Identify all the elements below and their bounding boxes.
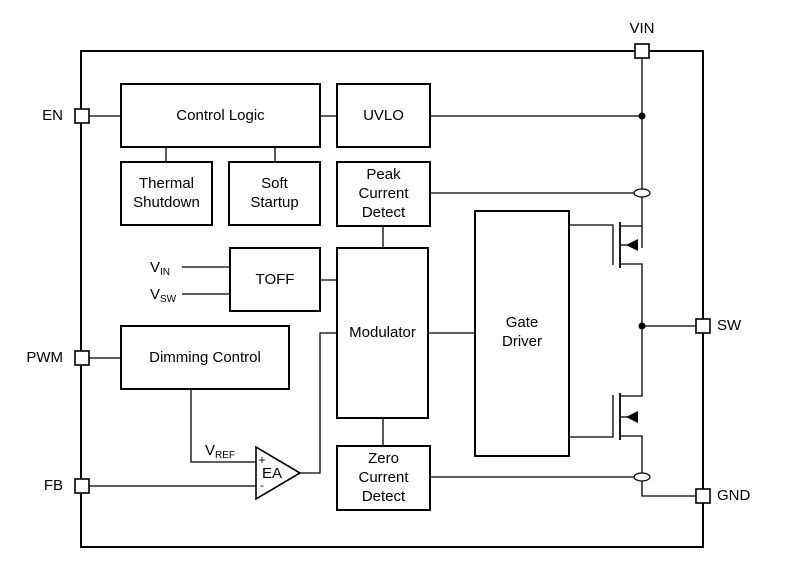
control-logic-block: [120, 83, 321, 148]
uvlo-label: UVLO: [363, 107, 404, 124]
dimming-control-block: [120, 325, 290, 390]
vref-label: VREF: [205, 442, 235, 461]
ea-minus-sign: -: [260, 478, 264, 492]
peak-label-3: Detect: [362, 204, 406, 221]
hs-arrow-icon: [626, 239, 638, 251]
fb-pin-label: FB: [44, 477, 63, 494]
peak-label-2: Current: [358, 185, 409, 202]
vin-pin: [634, 43, 650, 59]
soft-label-1: Soft: [261, 175, 289, 192]
soft-label-2: Startup: [250, 194, 298, 211]
ea-mod-wire: [300, 332, 337, 474]
toff-label: TOFF: [256, 271, 295, 288]
pwm-pin: [74, 350, 90, 366]
vref-wire: [190, 389, 256, 463]
zero-label-3: Detect: [362, 488, 406, 505]
vin-pin-label: VIN: [629, 20, 654, 37]
control-logic-label: Control Logic: [176, 107, 265, 124]
gate-label-1: Gate: [506, 314, 539, 331]
zero-sense-icon: [633, 472, 651, 482]
gate-label-2: Driver: [502, 333, 542, 350]
ls-arrow-icon: [626, 411, 638, 423]
ls-drain: [620, 326, 643, 397]
ea-plus-sign: +: [258, 453, 265, 467]
toff-block: [229, 247, 321, 312]
ls-source: [620, 435, 696, 497]
hs-source: [620, 263, 643, 326]
sw-pin-label: SW: [717, 317, 742, 334]
modulator-label: Modulator: [349, 324, 416, 341]
zero-current-detect-block: [336, 445, 431, 511]
peak-sense-icon: [633, 188, 651, 198]
thermal-label-2: Shutdown: [133, 194, 200, 211]
peak-current-detect-block: [336, 161, 431, 227]
thermal-shutdown-block: [120, 161, 213, 226]
ic-outline: [80, 50, 704, 548]
vin-junction-dot: [638, 112, 646, 120]
error-amplifier-symbol: [255, 445, 302, 501]
sw-pin: [695, 318, 711, 334]
en-pin: [74, 108, 90, 124]
zero-label-1: Zero: [368, 450, 399, 467]
pwm-pin-label: PWM: [26, 349, 63, 366]
thermal-label-1: Thermal: [139, 175, 194, 192]
vin-input-label: VIN: [150, 259, 170, 278]
zero-label-2: Current: [358, 469, 409, 486]
dimming-label: Dimming Control: [149, 349, 261, 366]
ea-label: EA: [262, 465, 282, 482]
gnd-pin: [695, 488, 711, 504]
sw-junction-dot: [638, 322, 646, 330]
soft-startup-block: [228, 161, 321, 226]
peak-label-1: Peak: [366, 166, 401, 183]
gate-driver-block: [474, 210, 570, 457]
fb-pin: [74, 478, 90, 494]
gate-hs-wire: [569, 224, 614, 265]
gate-ls-wire: [569, 395, 614, 438]
modulator-block: [336, 247, 429, 419]
en-pin-label: EN: [42, 107, 63, 124]
uvlo-block: [336, 83, 431, 148]
gnd-pin-label: GND: [717, 487, 751, 504]
vsw-input-label: VSW: [150, 286, 177, 305]
